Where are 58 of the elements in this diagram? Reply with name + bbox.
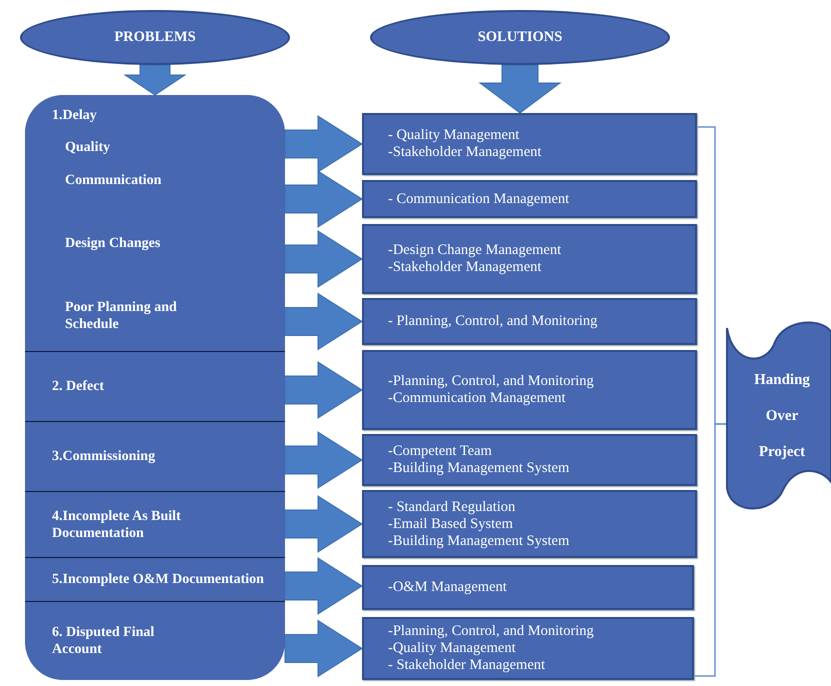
solution-item: - Communication Management	[388, 190, 570, 208]
block-arrow	[478, 64, 562, 114]
problem-section	[25, 558, 285, 602]
solution-item: -Stakeholder Management	[388, 259, 542, 276]
block-arrow	[284, 170, 363, 228]
solution-item: - Stakeholder Management	[388, 657, 546, 674]
block-arrow	[284, 620, 363, 678]
block-arrow	[284, 361, 363, 419]
solution-box	[362, 180, 697, 218]
header-label: SOLUTIONS	[478, 29, 562, 46]
solution-item: - Planning, Control, and Monitoring	[388, 313, 598, 330]
solution-box	[362, 224, 697, 294]
solution-item: -Competent Team	[388, 443, 493, 460]
problem-heading: 1.Delay	[52, 107, 98, 124]
solution-item: - Standard Regulation	[388, 498, 516, 516]
problem-label: 4.Incomplete As Built Documentation	[52, 508, 182, 542]
problem-label: 5.Incomplete O&M Documentation	[52, 571, 265, 588]
block-arrow	[284, 431, 363, 489]
connector-line	[694, 423, 727, 677]
block-arrow	[284, 557, 363, 615]
solution-item: - Quality Management	[388, 127, 520, 144]
problem-label: 6. Disputed Final Account	[52, 624, 156, 658]
problem-label: Design Changes	[65, 235, 162, 252]
block-arrow	[284, 495, 363, 553]
solution-item: -Quality Management	[388, 640, 517, 657]
solution-item: -Planning, Control, and Monitoring	[388, 623, 595, 640]
block-arrow	[284, 292, 363, 350]
solution-item: -Stakeholder Management	[388, 144, 542, 161]
solution-item: -Building Management System	[388, 460, 570, 477]
solution-box	[362, 113, 697, 175]
problem-section	[25, 602, 285, 680]
problem-label: Quality	[65, 139, 112, 156]
solution-box	[362, 434, 697, 486]
solution-item: -O&M Management	[388, 579, 508, 596]
problem-label: Communication	[65, 172, 162, 189]
header-label: PROBLEMS	[114, 29, 196, 46]
solution-box	[362, 565, 694, 610]
solution-item: -Communication Management	[388, 390, 567, 407]
solution-item: -Planning, Control, and Monitoring	[388, 373, 595, 390]
solution-item: -Design Change Management	[388, 242, 562, 259]
problems-panel	[25, 95, 285, 680]
solution-box	[362, 298, 697, 345]
solution-box	[362, 490, 697, 558]
solution-item: -Building Management System	[388, 532, 570, 550]
solution-item: -Email Based System	[388, 516, 514, 532]
banner-label: Handing Over Project	[753, 371, 811, 462]
problem-section	[25, 422, 285, 492]
block-arrow	[284, 115, 363, 173]
solution-box	[362, 350, 697, 430]
solution-box	[362, 617, 694, 680]
problem-label: 3.Commissioning	[52, 448, 156, 465]
problem-section	[25, 492, 285, 558]
block-arrow	[123, 64, 187, 96]
problem-section	[25, 352, 285, 422]
problem-section	[25, 95, 285, 352]
problem-label: 2. Defect	[52, 378, 106, 395]
problem-label: Poor Planning and Schedule	[65, 299, 178, 333]
block-arrow	[284, 230, 363, 288]
